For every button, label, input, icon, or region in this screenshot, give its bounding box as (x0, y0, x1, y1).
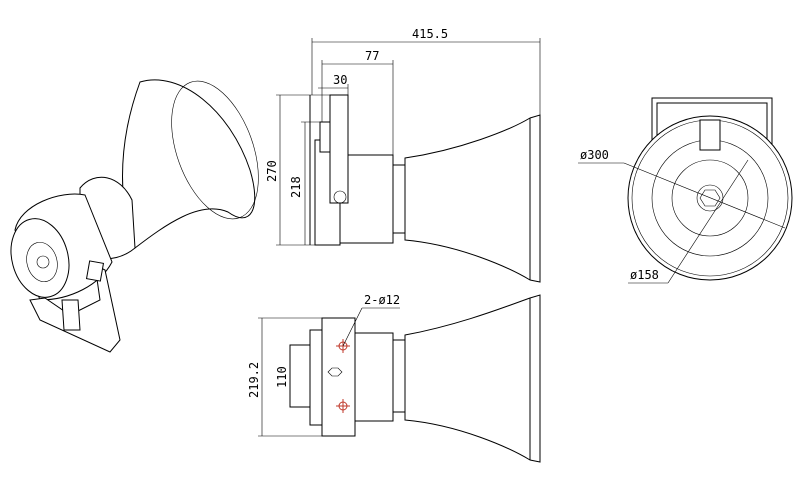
dim-overall-height: 270 (265, 160, 279, 182)
dim-body-height: 218 (289, 176, 303, 198)
mount-hole-lower (336, 399, 350, 413)
dim-mount-holes: 2-ø12 (364, 293, 400, 307)
side-view: 415.5 77 30 270 218 (265, 27, 541, 283)
dim-body-diameter: ø158 (630, 268, 659, 282)
dim-bracket-thickness: 30 (333, 73, 347, 87)
dim-mount-height: 219.2 (247, 362, 261, 398)
front-view: ø300 ø158 (578, 97, 793, 284)
isometric-view (10, 79, 259, 353)
dim-overall-length: 415.5 (412, 27, 448, 41)
dim-bracket-width: 77 (365, 49, 379, 63)
dim-hole-spacing: 110 (275, 366, 289, 388)
dim-horn-diameter: ø300 (580, 148, 609, 162)
plan-view: 2-ø12 219.2 110 (247, 293, 541, 463)
